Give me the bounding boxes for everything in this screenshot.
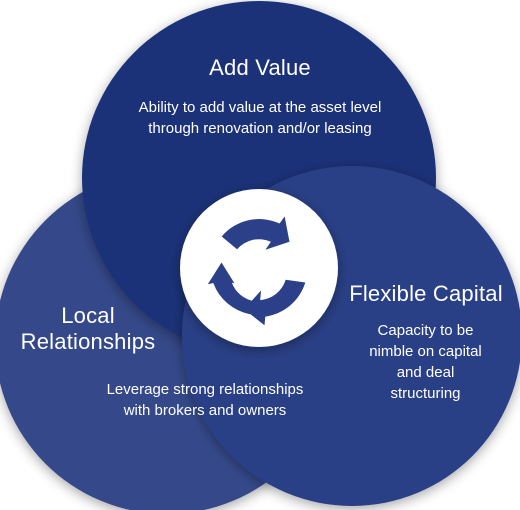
local-relationships-title: Local Relationships — [20, 303, 156, 354]
local-relationships-text: Leverage strong relationships with broke… — [106, 381, 304, 419]
add-value-title: Add Value — [209, 55, 311, 80]
cycle-arrows-icon — [180, 189, 338, 347]
add-value-text: Ability to add value at the asset level … — [138, 99, 382, 137]
flexible-capital-text: Capacity to be nimble on capital and dea… — [369, 322, 482, 402]
flexible-capital-title: Flexible Capital — [349, 281, 503, 306]
